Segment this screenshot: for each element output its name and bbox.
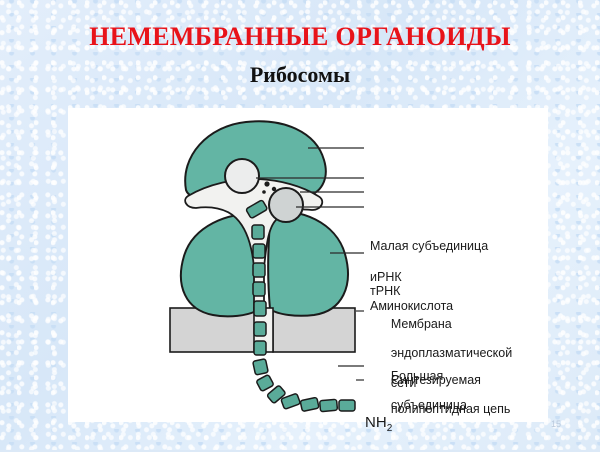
mrna-shape — [224, 158, 260, 194]
label-large-subunit-line-1: Большая — [390, 368, 444, 383]
label-large-subunit-line-2: субъединица — [390, 398, 467, 413]
ribosome-diagram-svg — [169, 120, 364, 413]
label-amino-acid: Аминокислота — [370, 299, 454, 313]
label-er-membrane-line-1: Мембрана — [390, 316, 452, 331]
label-large-subunit: Большая субъединица — [370, 354, 467, 428]
page-number: 15 — [551, 419, 562, 429]
diagram-panel: Малая субъединица иРНК тРНК Аминокислота… — [68, 108, 548, 434]
label-nh2-terminus: NH2 — [340, 396, 392, 452]
amino-acid-shape — [262, 181, 277, 194]
nh2-text: NH — [365, 413, 387, 431]
page-title: НЕМЕМБРАННЫЕ ОРГАНОИДЫ — [89, 22, 511, 51]
trna-shape — [268, 187, 304, 223]
label-er-membrane: Мембрана эндоплазматической сети — [370, 302, 512, 405]
label-er-membrane-line-2: эндоплазматической — [390, 346, 513, 361]
label-small-subunit: Малая субъединица — [370, 239, 489, 253]
label-polypeptide-chain-line-2: полипептидная цепь — [390, 402, 511, 417]
page-subtitle: Рибосомы — [249, 62, 351, 87]
nh2-subscript: 2 — [386, 422, 393, 434]
leader-lines — [256, 147, 364, 381]
label-trna: тРНК — [370, 284, 401, 298]
label-polypeptide-chain-line-1: Синтезируемая — [390, 372, 481, 387]
label-er-membrane-line-3: сети — [390, 375, 417, 390]
label-polypeptide-chain: Синтезируемая полипептидная цепь — [370, 358, 511, 432]
polypeptide-chain-shape — [245, 199, 356, 413]
label-mrna: иРНК — [370, 270, 402, 284]
